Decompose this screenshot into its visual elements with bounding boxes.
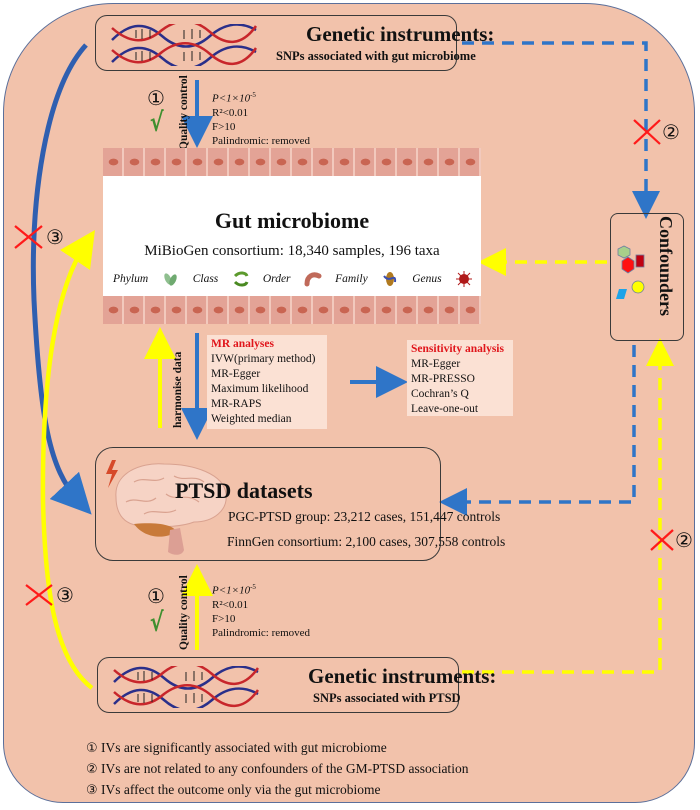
mr-method: Weighted median	[211, 413, 292, 425]
lightning-icon	[106, 460, 118, 488]
harmonise-data-label: harmonise data	[172, 351, 184, 428]
qc-top-label: Quality control	[178, 75, 190, 150]
mr-method: MR-RAPS	[211, 398, 262, 410]
sensitivity-method: Cochran’s Q	[411, 388, 469, 400]
intestinal-wall-top	[103, 148, 481, 176]
qc-bottom-marker: ①	[147, 584, 165, 608]
confounder-shapes-icon	[616, 245, 645, 299]
confounders-box	[610, 213, 684, 341]
mr-analyses-box: MR analyses IVW(primary method) MR-Egger…	[207, 335, 327, 429]
taxon-label: Class	[192, 273, 219, 285]
taxon-label: Genus	[412, 273, 442, 285]
qc-top-marker: ①	[147, 86, 165, 110]
mr-method: IVW(primary method)	[211, 353, 316, 365]
qc-bottom-label: Quality control	[178, 575, 190, 650]
check-icon: √	[149, 108, 164, 138]
ptsd-datasets-title: PTSD datasets	[175, 478, 313, 503]
bacteria-icon	[232, 270, 250, 288]
gi-bottom-subtitle: SNPs associated with PTSD	[313, 691, 461, 705]
taxon-label: Phylum	[113, 273, 149, 285]
gi-bottom-title: Genetic instruments:	[308, 664, 497, 688]
qc-top-criteria: P<1×10-5 R²<0.01 F>10 Palindromic: remov…	[212, 88, 310, 148]
ptsd-dataset-line: PGC-PTSD group: 23,212 cases, 151,447 co…	[228, 509, 501, 524]
curved-arrow-gi-to-ptsd	[30, 43, 92, 515]
gut-microbiome-panel: Gut microbiome MiBioGen consortium: 18,3…	[103, 148, 481, 324]
assumption-item: ③ IVs affect the outcome only via the gu…	[86, 782, 381, 798]
qc-criterion: R²<0.01	[212, 106, 249, 119]
assumption-item: ② IVs are not related to any confounders…	[86, 761, 469, 777]
mr-analyses-heading: MR analyses	[211, 338, 274, 350]
assumption-3-marker-upper: ③	[46, 225, 64, 249]
dashed-arrow-gi-ptsd-to-confounders	[462, 338, 674, 674]
ptsd-dataset-line: FinnGen consortium: 2,100 cases, 307,558…	[227, 534, 506, 549]
dna-icon	[111, 24, 258, 66]
sensitivity-method: MR-Egger	[411, 358, 461, 370]
assumption-2-marker-top: ②	[662, 120, 680, 144]
dna-icon	[113, 666, 260, 708]
confounders-label: Confounders	[656, 216, 676, 317]
taxon-label: Order	[262, 273, 291, 285]
qc-criterion: F>10	[212, 120, 236, 133]
ptsd-datasets-box	[95, 447, 441, 561]
bacteria-icon	[304, 270, 322, 288]
check-icon: √	[149, 608, 164, 638]
cross-icon	[14, 119, 674, 606]
qc-bottom-criteria: P<1×10-5 R²<0.01 F>10 Palindromic: remov…	[212, 580, 310, 640]
dashed-arrow-gi-to-confounders	[462, 41, 660, 219]
taxon-label: Family	[335, 273, 368, 285]
intestinal-wall-bottom	[103, 296, 481, 324]
diagram-background	[3, 3, 695, 803]
sensitivity-heading: Sensitivity analysis	[411, 343, 504, 355]
assumptions-legend: ① IVs are significantly associated with …	[86, 738, 468, 801]
mr-method: Maximum likelihood	[211, 383, 309, 395]
sensitivity-analysis-box: Sensitivity analysis MR-Egger MR-PRESSO …	[407, 340, 513, 416]
genetic-instruments-ptsd-box: Genetic instruments: SNPs associated wit…	[97, 657, 496, 713]
gi-top-subtitle: SNPs associated with gut microbiome	[276, 49, 476, 63]
taxa-row: Phylum Class Order Family Genus	[113, 270, 473, 288]
assumption-3-marker-lower: ③	[56, 583, 74, 607]
curved-arrow-gi-ptsd-to-gut	[40, 230, 95, 690]
qc-criterion: R²<0.01	[212, 598, 249, 611]
genetic-instruments-gut-box: Genetic instruments: SNPs associated wit…	[95, 15, 494, 71]
qc-criterion: P<1×10-5	[212, 91, 256, 105]
assumption-item: ① IVs are significantly associated with …	[86, 740, 387, 756]
gut-microbiome-title: Gut microbiome	[214, 208, 370, 233]
assumption-2-marker-bottom: ②	[675, 528, 693, 552]
sensitivity-method: MR-PRESSO	[411, 373, 475, 385]
gi-top-title: Genetic instruments:	[306, 22, 495, 46]
sensitivity-method: Leave-one-out	[411, 403, 479, 415]
gut-microbiome-subtitle: MiBioGen consortium: 18,340 samples, 196…	[144, 243, 440, 259]
brain-icon	[106, 460, 227, 555]
qc-criterion: F>10	[212, 612, 236, 625]
qc-criterion: Palindromic: removed	[212, 134, 311, 147]
bacteria-icon	[161, 270, 179, 288]
qc-criterion: P<1×10-5	[212, 583, 256, 597]
qc-criterion: Palindromic: removed	[212, 626, 311, 639]
mr-method: MR-Egger	[211, 368, 261, 380]
bacteria-icon	[455, 270, 473, 288]
bacteria-icon	[381, 270, 399, 288]
